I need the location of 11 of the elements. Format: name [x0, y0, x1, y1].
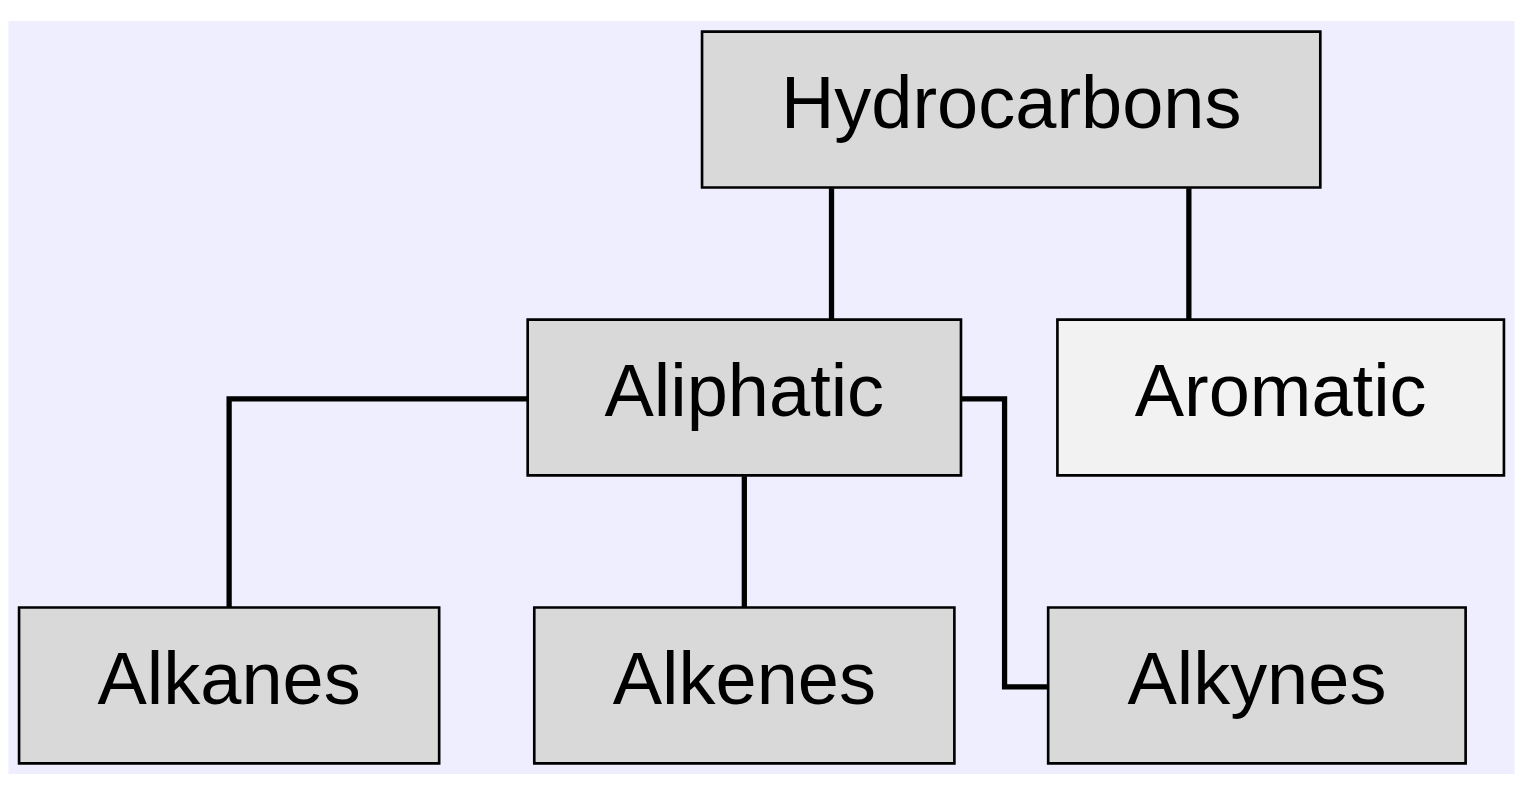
- node-box: Aliphatic: [526, 318, 963, 477]
- connector: [961, 396, 1048, 690]
- connector: [1186, 188, 1192, 319]
- node-box: Hydrocarbons: [700, 30, 1322, 189]
- node-box: Alkenes: [532, 606, 956, 765]
- node-box: Aromatic: [1056, 318, 1506, 477]
- node-box: Alkanes: [17, 606, 441, 765]
- connector: [828, 188, 835, 319]
- connector: [741, 476, 747, 607]
- node-box: Alkynes: [1046, 606, 1467, 765]
- connector: [226, 396, 528, 608]
